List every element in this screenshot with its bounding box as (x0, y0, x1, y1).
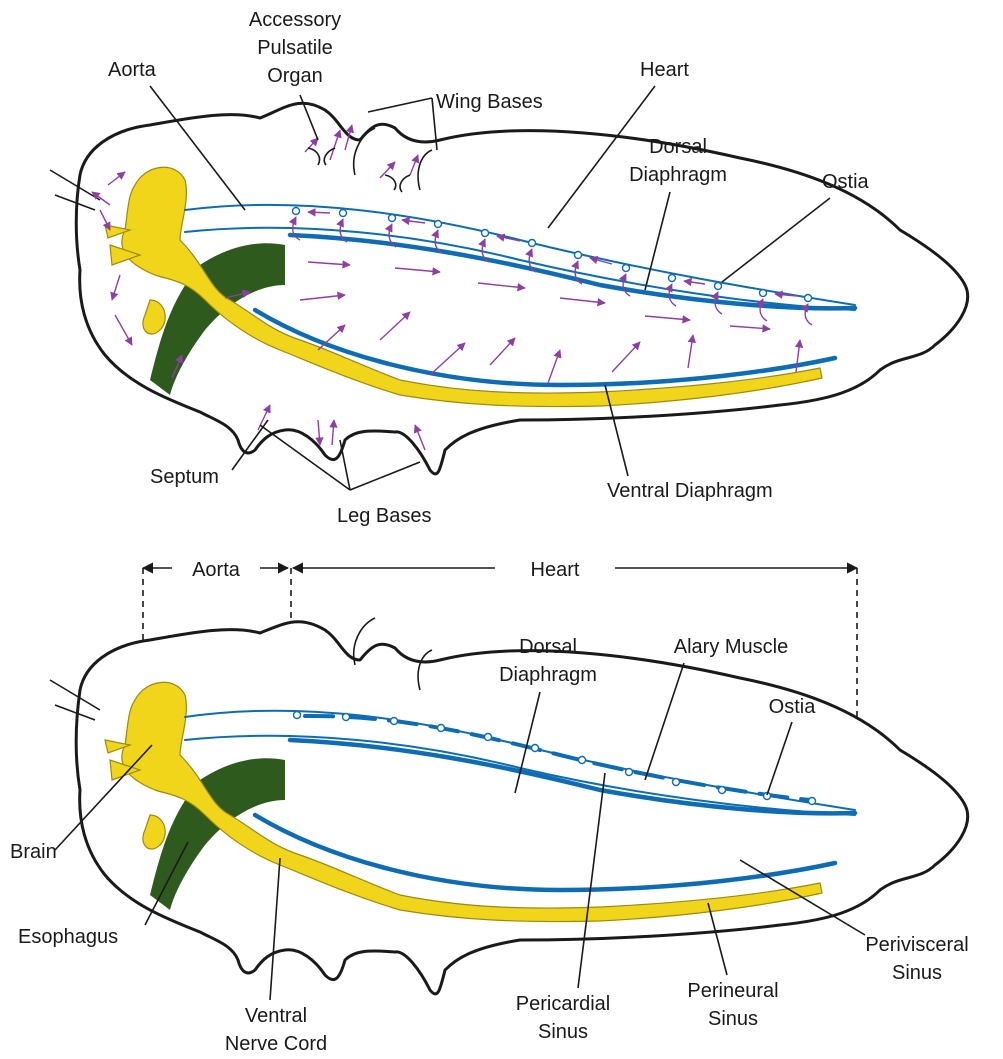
label-pericardial-sinus-2: Sinus (538, 1021, 588, 1043)
ostium (532, 745, 539, 752)
label-dorsal-diaphragm-top-1: Dorsal (649, 136, 707, 158)
label-ventral-nerve-cord-1: Ventral (245, 1005, 307, 1027)
ostium (293, 208, 300, 215)
label-perivisceral-sinus-1: Perivisceral (865, 934, 968, 956)
label-alary-muscle: Alary Muscle (674, 636, 788, 658)
label-wing-bases: Wing Bases (436, 91, 543, 113)
label-aorta-top: Aorta (108, 59, 157, 81)
label-ostia-bottom: Ostia (769, 696, 817, 718)
label-accessory-line3: Organ (267, 65, 323, 87)
ostium (485, 734, 492, 741)
ostium (389, 215, 396, 222)
label-accessory-line1: Accessory (249, 9, 341, 31)
label-perivisceral-sinus-2: Sinus (892, 962, 942, 984)
ostium (482, 230, 489, 237)
ostium (343, 714, 350, 721)
ostium (579, 757, 586, 764)
bottom-panel: Aorta Heart (10, 555, 969, 1055)
ostium (294, 712, 301, 719)
ostium (760, 290, 767, 297)
label-leg-bases: Leg Bases (337, 505, 432, 527)
ostium (529, 240, 536, 247)
ostium (340, 210, 347, 217)
label-heart-top: Heart (640, 59, 689, 81)
ostium (391, 718, 398, 725)
label-ventral-diaphragm: Ventral Diaphragm (607, 480, 773, 502)
ostium (719, 787, 726, 794)
label-dorsal-diaphragm-bottom-1: Dorsal (519, 636, 577, 658)
top-panel: Accessory Pulsatile Organ Aorta Wing Bas… (50, 9, 968, 527)
label-esophagus: Esophagus (18, 926, 118, 948)
label-septum: Septum (150, 466, 219, 488)
ostium (673, 779, 680, 786)
ostium (626, 769, 633, 776)
ostium (623, 265, 630, 272)
label-dorsal-diaphragm-bottom-2: Diaphragm (499, 664, 597, 686)
label-heart-span: Heart (531, 559, 580, 581)
label-dorsal-diaphragm-top-2: Diaphragm (629, 164, 727, 186)
label-accessory-line2: Pulsatile (257, 37, 333, 59)
label-brain: Brain (10, 841, 57, 863)
ostium (575, 252, 582, 259)
label-pericardial-sinus-1: Pericardial (516, 993, 610, 1015)
label-perineural-sinus-2: Sinus (708, 1008, 758, 1030)
ostium (805, 295, 812, 302)
ostium (435, 221, 442, 228)
ostium (669, 275, 676, 282)
label-perineural-sinus-1: Perineural (687, 980, 778, 1002)
ostium (809, 798, 816, 805)
label-ventral-nerve-cord-2: Nerve Cord (225, 1033, 327, 1055)
label-ostia-top: Ostia (822, 171, 870, 193)
label-aorta-span: Aorta (192, 559, 241, 581)
ostium (715, 283, 722, 290)
ostium (438, 725, 445, 732)
